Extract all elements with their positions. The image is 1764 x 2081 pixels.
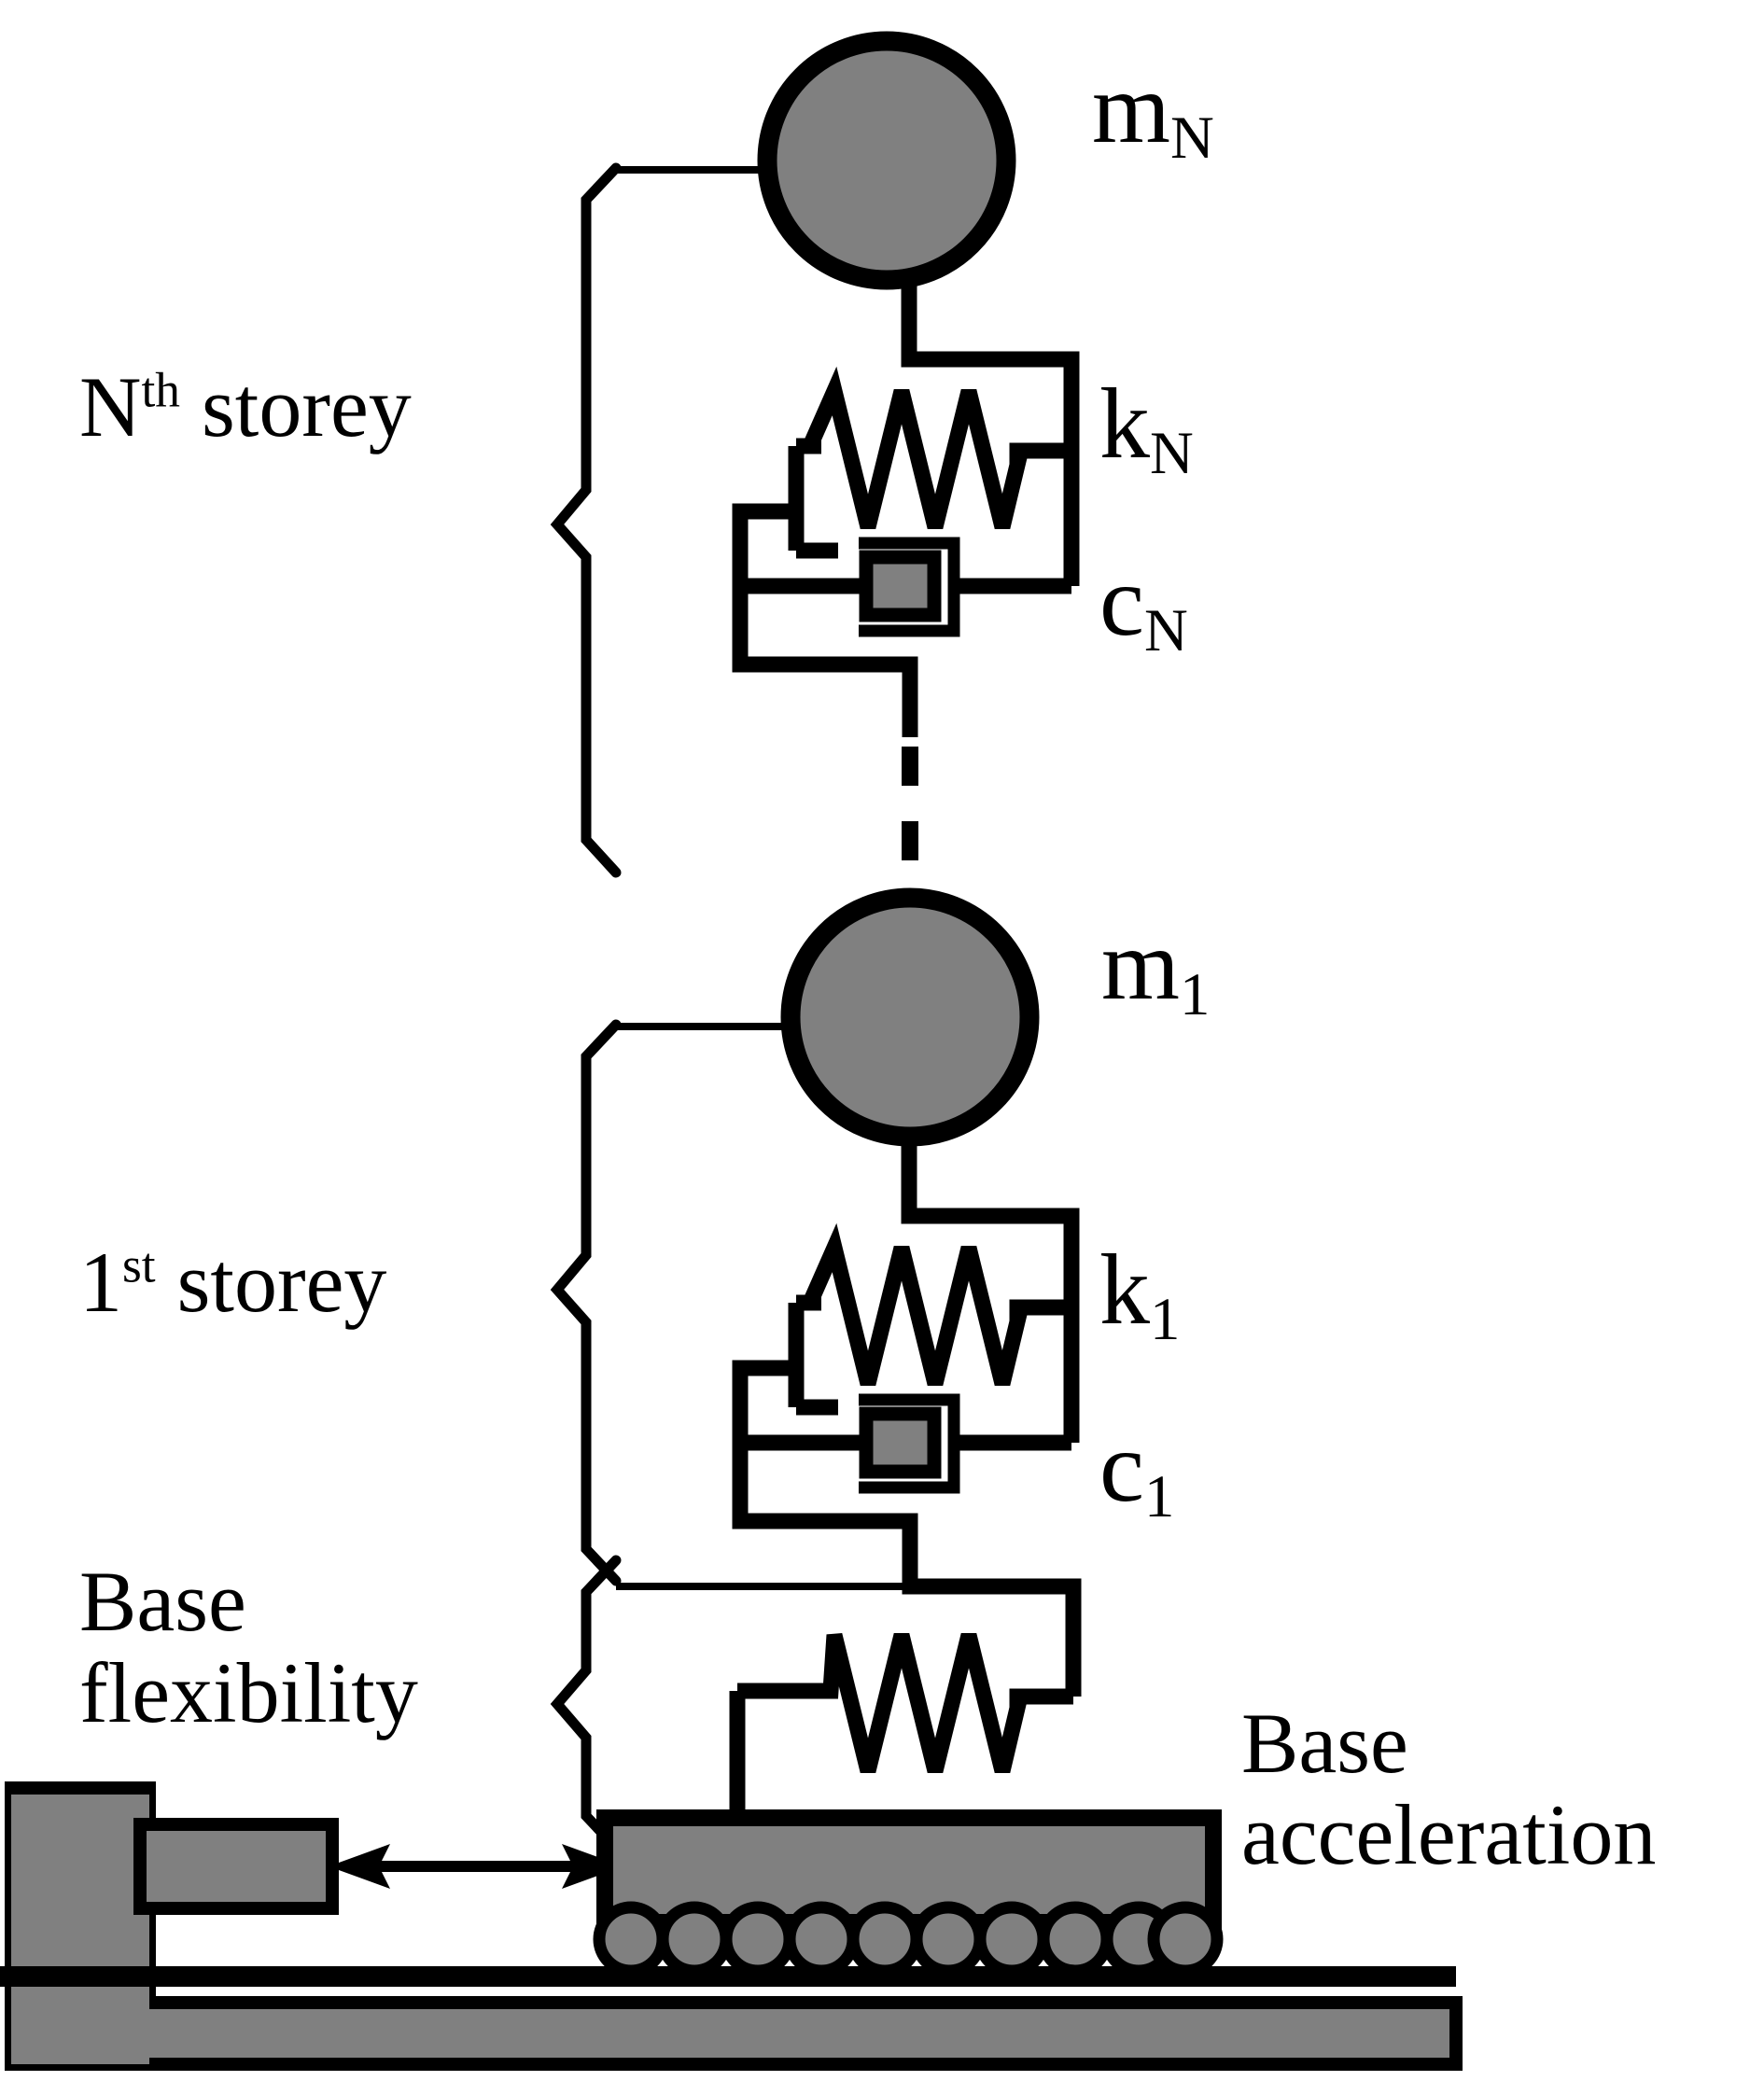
- damper-c1: [740, 1307, 1080, 1494]
- base-flexibility-line1: Base: [79, 1554, 246, 1649]
- label-spring-kN: kN: [1099, 369, 1194, 487]
- label-base-acceleration: Base acceleration: [1241, 1696, 1657, 1882]
- damper-cN: [740, 451, 1080, 637]
- base-acceleration-line2: acceleration: [1241, 1786, 1657, 1882]
- brace-storey-1: [550, 1019, 622, 1586]
- label-mass-1: m1: [1101, 910, 1211, 1028]
- connector-mass-N-to-spring: [901, 280, 1080, 511]
- brace-storey-N: [550, 162, 622, 878]
- damper1-branch-upper-rail: [732, 1360, 796, 1443]
- reference-tab: [133, 1818, 339, 1915]
- arrow-head-right: [562, 1844, 623, 1889]
- label-spring-k1: k1: [1099, 1235, 1181, 1353]
- spring-kN: [788, 366, 1071, 559]
- label-damper-c1: c1: [1099, 1412, 1175, 1530]
- label-damper-cN: cN: [1099, 546, 1188, 664]
- connector-to-base-spring: [902, 1540, 1082, 1697]
- label-base-flexibility: Base flexibility: [79, 1554, 418, 1740]
- label-storey-1: 1st storey: [79, 1235, 387, 1330]
- base-flexibility-line2: flexibility: [79, 1644, 418, 1740]
- roller-row: [593, 1901, 1224, 1977]
- connector-mass-1-to-spring: [901, 1137, 1080, 1368]
- ground-support: [5, 1781, 1463, 2071]
- mass-1: [780, 887, 1040, 1147]
- base-acceleration-arrow[interactable]: [329, 1844, 623, 1889]
- spring-base: [729, 1632, 1073, 1815]
- brace-base-flexibility: [550, 1555, 622, 1853]
- arrow-head-left: [329, 1844, 390, 1889]
- label-storey-N: Nth storey: [79, 359, 412, 454]
- damper-branch-upper-rail: [732, 503, 796, 586]
- label-mass-N: mN: [1092, 53, 1214, 172]
- spring-k1: [788, 1222, 1071, 1416]
- base-acceleration-line1: Base: [1241, 1696, 1408, 1791]
- mass-N: [757, 31, 1016, 290]
- damper-branch-lower-rail: [732, 586, 918, 737]
